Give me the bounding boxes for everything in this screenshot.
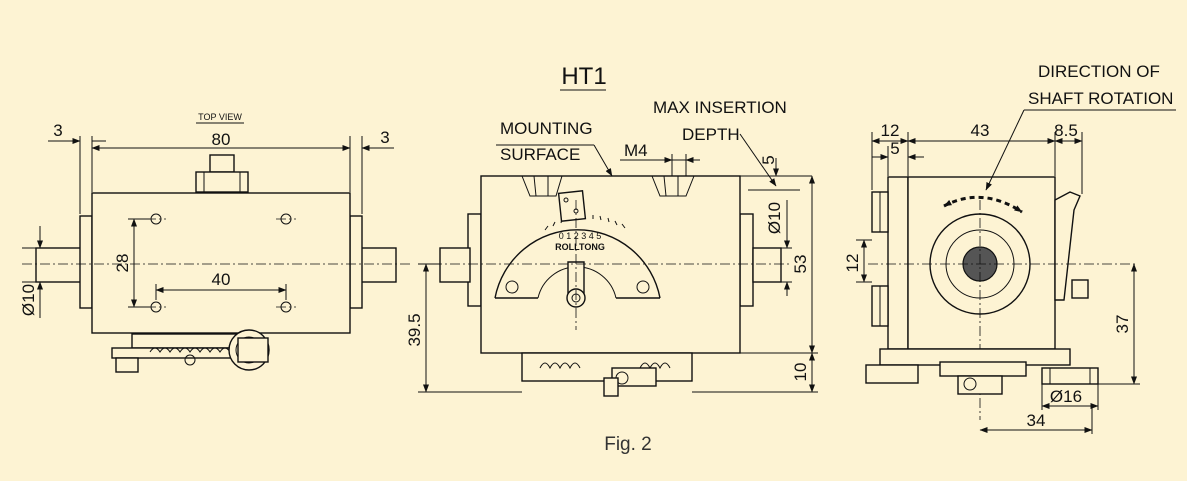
dim-side-wheel-offset: 34: [1027, 411, 1046, 430]
top-view-drawing: [22, 154, 410, 373]
dim-side-wheel-height: 37: [1113, 315, 1132, 334]
dim-front-lower-height: 39.5: [405, 313, 424, 346]
top-view-dimensions: TOP VIEW 80 3 3 28 40 Ø10: [19, 112, 394, 318]
dial-scale: 0 1 2 3 4 5: [559, 231, 602, 241]
label-max-insertion-line1: MAX INSERTION: [653, 98, 787, 117]
dim-side-center-height: 12: [843, 254, 862, 273]
dim-top-hole-spacing-h: 40: [212, 270, 231, 289]
label-mounting-line2: SURFACE: [500, 145, 580, 164]
label-direction-line2: SHAFT ROTATION: [1028, 89, 1173, 108]
side-view-dimensions: DIRECTION OF SHAFT ROTATION 12 5 43 8.5 …: [843, 62, 1176, 434]
figure-title: HT1: [561, 63, 606, 90]
dim-top-left-offset: 3: [53, 121, 62, 140]
dim-front-height: 53: [791, 255, 810, 274]
label-direction-line1: DIRECTION OF: [1038, 62, 1160, 81]
dim-side-flange: 12: [881, 121, 900, 140]
figure-caption: Fig. 2: [604, 434, 652, 455]
label-mounting-line1: MOUNTING: [500, 119, 593, 138]
side-view-drawing: [865, 176, 1135, 420]
front-view-drawing: HT1 0 1 2 3 4 5 ROLLTONG: [432, 63, 790, 397]
label-max-insertion-line2: DEPTH: [682, 125, 740, 144]
dim-top-width: 80: [212, 130, 231, 149]
brand-logo-text: ROLLTONG: [555, 242, 605, 252]
label-thread-m4: M4: [624, 141, 648, 160]
dim-insertion-depth: 5: [759, 155, 778, 164]
dim-side-body-width: 43: [971, 121, 990, 140]
dim-top-shaft-dia: Ø10: [19, 284, 38, 316]
dim-side-right-offset: 8.5: [1054, 121, 1078, 140]
top-view-label: TOP VIEW: [198, 112, 242, 122]
dim-side-wheel-dia: Ø16: [1050, 387, 1082, 406]
front-view-dimensions: MOUNTING SURFACE MAX INSERTION DEPTH M4 …: [405, 98, 818, 393]
dim-side-flange-inner: 5: [890, 139, 899, 158]
dim-front-base-height: 10: [791, 363, 810, 382]
dim-top-hole-spacing-v: 28: [113, 254, 132, 273]
dim-top-right-offset: 3: [380, 128, 389, 147]
dim-front-shaft-dia: Ø10: [765, 202, 784, 234]
